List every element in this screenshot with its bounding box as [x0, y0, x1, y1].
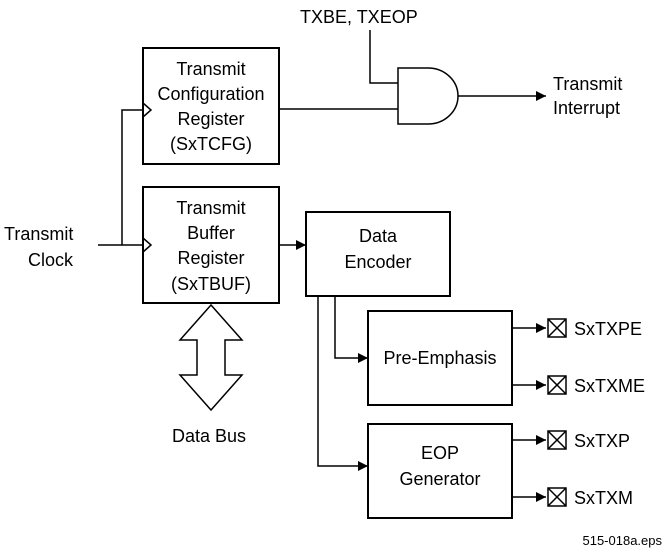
pin-txpe-label: SxTXPE	[574, 319, 642, 339]
txbe-txeop-label: TXBE, TXEOP	[300, 7, 418, 27]
pre-emphasis-label: Pre-Emphasis	[383, 348, 496, 368]
buffer-label-line1: Transmit	[176, 198, 245, 218]
config-label-line1: Transmit	[176, 59, 245, 79]
clock-label-line1: Transmit	[4, 224, 73, 244]
pin-txme-label: SxTXME	[574, 376, 645, 396]
encoder-label-line1: Data	[359, 226, 398, 246]
data-bus-label: Data Bus	[172, 426, 246, 446]
pin-txm-label: SxTXM	[574, 488, 633, 508]
buffer-label-line3: Register	[177, 248, 244, 268]
data-encoder-block	[305, 211, 451, 297]
eop-label-line2: Generator	[399, 469, 480, 489]
buffer-clock-mark	[142, 237, 153, 253]
config-label-line2: Configuration	[157, 84, 264, 104]
clock-label-line2: Clock	[28, 250, 74, 270]
config-clock-mark	[142, 102, 153, 118]
config-label-line4: (SxTCFG)	[170, 134, 252, 154]
encoder-label-line2: Encoder	[344, 252, 411, 272]
config-label-line3: Register	[177, 109, 244, 129]
eop-label-line1: EOP	[421, 443, 459, 463]
encoder-to-preemphasis-arrow	[334, 296, 368, 363]
buffer-label-line4: (SxTBUF)	[171, 274, 251, 294]
encoder-to-eop-arrow	[317, 296, 368, 471]
config-register-block	[142, 47, 280, 165]
pin-txp-icon	[547, 430, 567, 450]
pin-txpe-icon	[547, 318, 567, 338]
eop-generator-block	[367, 423, 513, 519]
pin-txm-icon	[547, 487, 567, 507]
buffer-label-line2: Buffer	[187, 223, 235, 243]
clock-to-config-line	[121, 109, 143, 245]
interrupt-label-line1: Transmit	[553, 74, 622, 94]
pin-txp-label: SxTXP	[574, 431, 630, 451]
and-gate	[397, 67, 459, 125]
data-bus-arrow	[178, 303, 244, 412]
file-label: 515-018a.eps	[582, 533, 662, 548]
interrupt-label-line2: Interrupt	[553, 98, 620, 118]
txbe-line	[369, 30, 398, 84]
pin-txme-icon	[547, 375, 567, 395]
